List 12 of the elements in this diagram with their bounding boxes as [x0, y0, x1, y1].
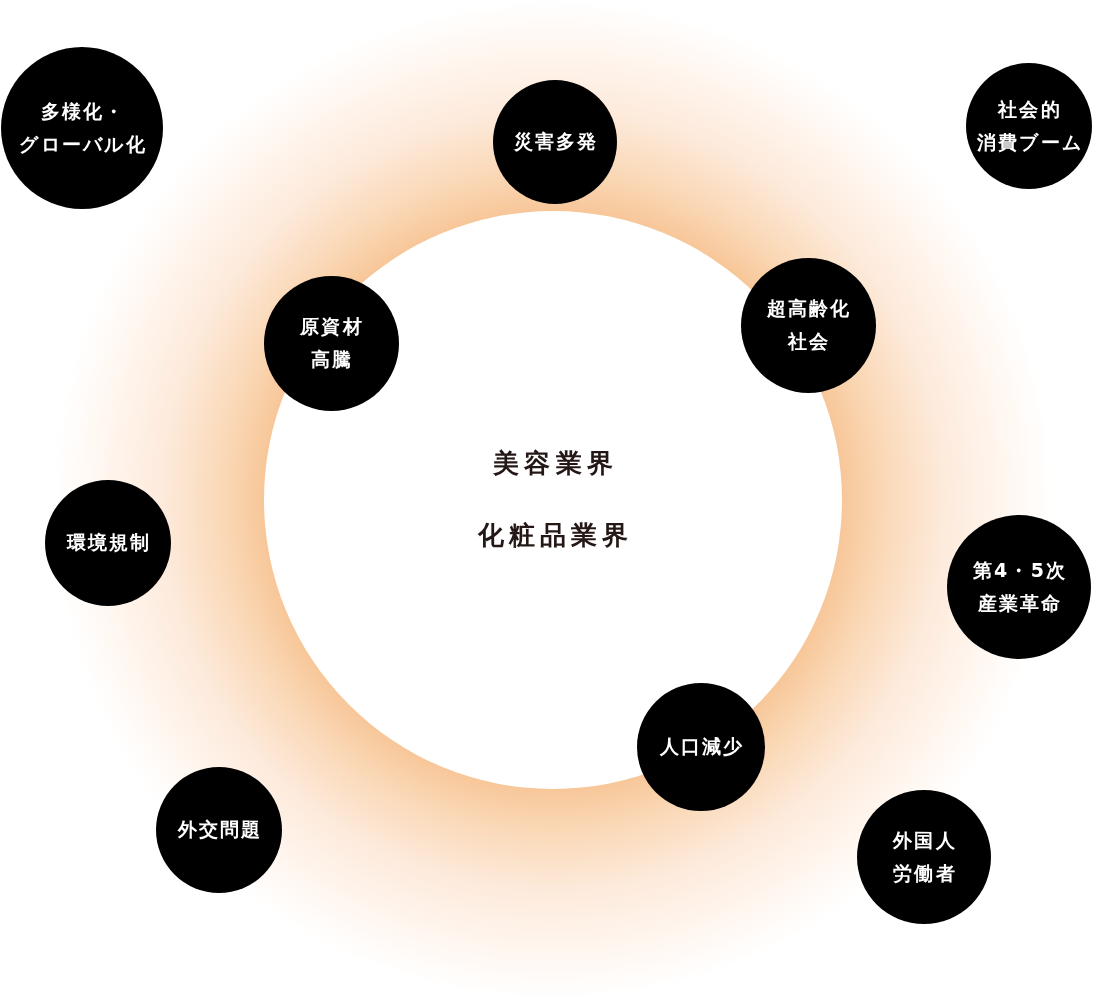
circle-label: 災害多発 — [512, 129, 599, 155]
circle-label: 社会的消費ブーム — [975, 96, 1084, 155]
circle-label: 外交問題 — [176, 817, 263, 843]
circle-label: 原資材高騰 — [299, 313, 365, 372]
circle-label: 環境規制 — [65, 530, 152, 556]
circle-label: 多様化・グローバル化 — [18, 98, 147, 157]
circle-label: 第4・5次産業革命 — [971, 557, 1068, 616]
center-title: 美容業界 — [492, 447, 618, 481]
center-title: 化粧品業界 — [476, 519, 634, 552]
circle-label: 外国人労働者 — [891, 827, 958, 886]
circle-label: 超高齢化社会 — [765, 295, 852, 354]
circle-label: 人口減少 — [658, 734, 745, 760]
